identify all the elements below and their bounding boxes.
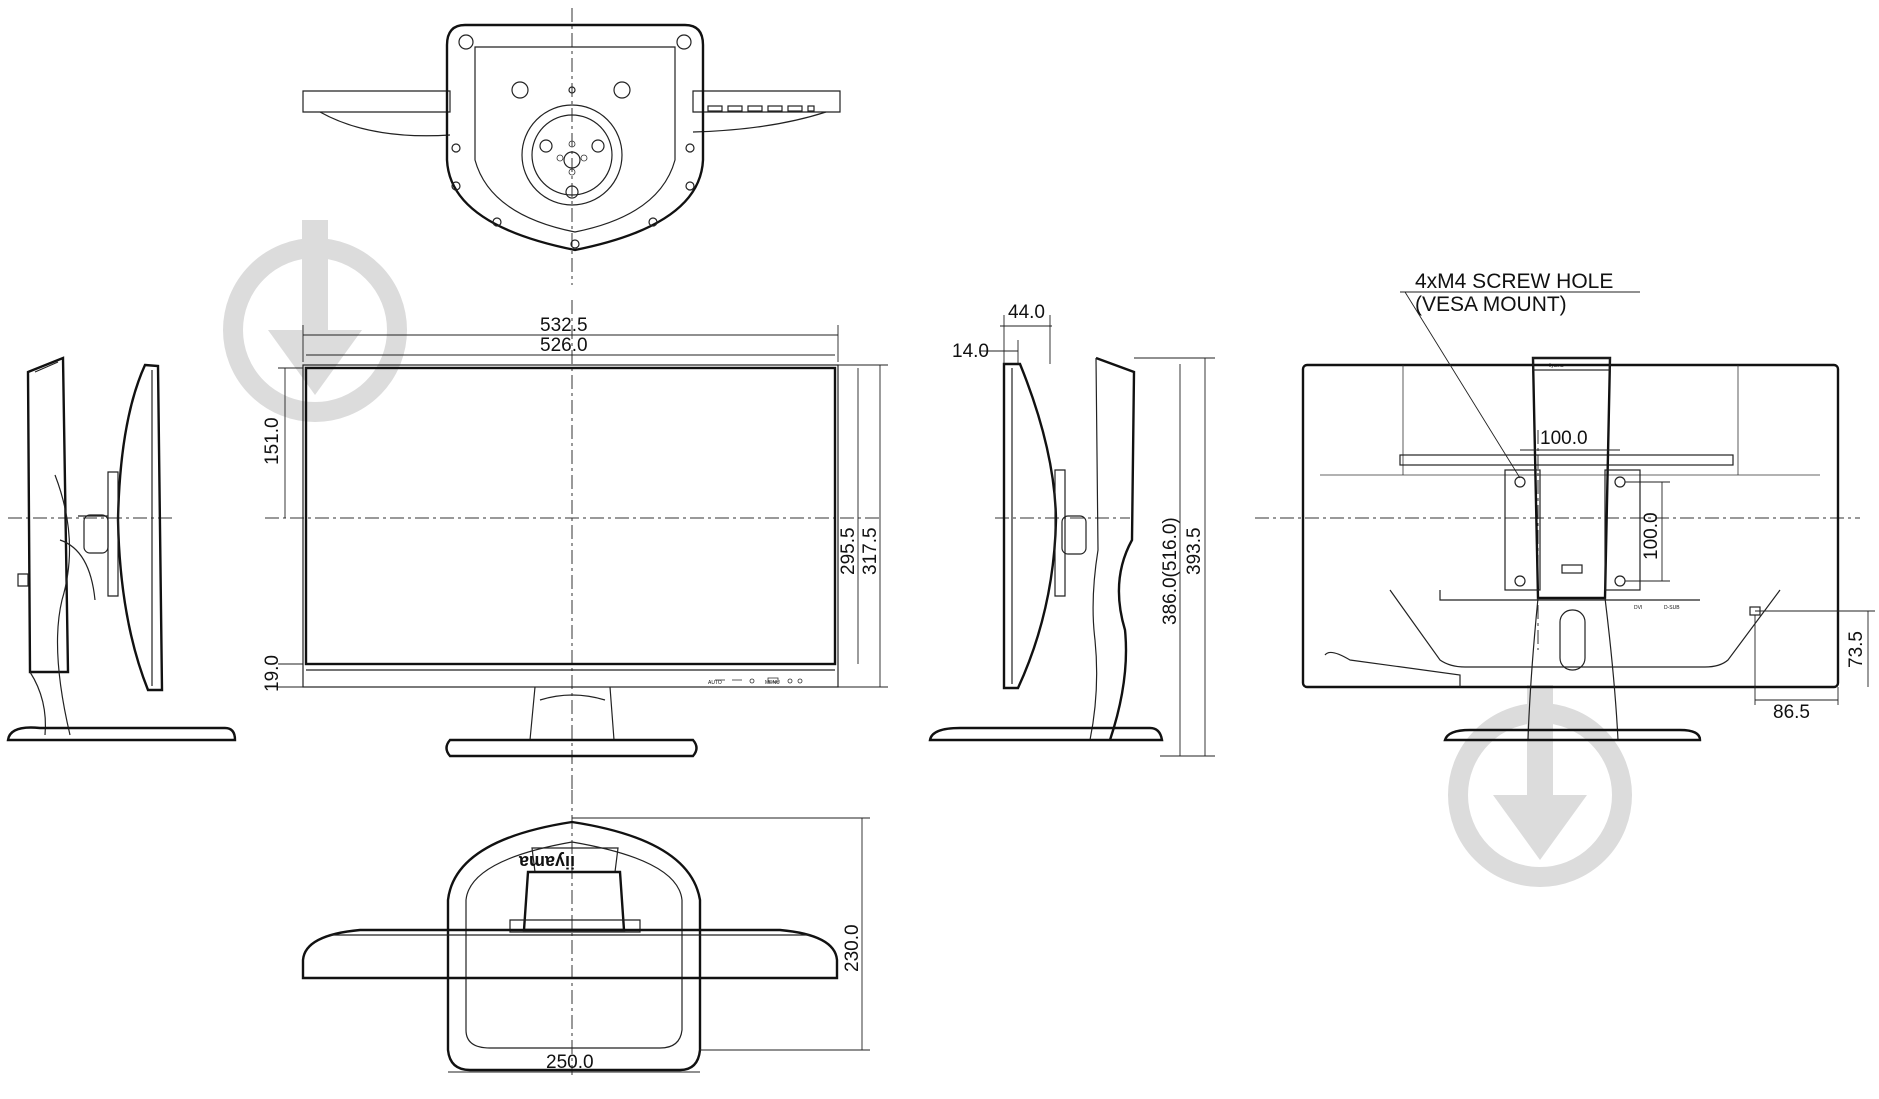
- front-view: [265, 300, 880, 790]
- rear-badge: iiyama: [1549, 363, 1564, 369]
- dimension-lines: [278, 291, 1875, 1073]
- watermark-download-icon-left: [223, 220, 407, 422]
- dim-screen-width: 526.0: [540, 335, 588, 356]
- dim-vesa-horizontal: 100.0: [1540, 428, 1588, 449]
- rear-port-dvi-label: DVI: [1634, 605, 1642, 611]
- rear-port-dsub-label: D-SUB: [1664, 605, 1680, 611]
- dim-side-offset-horizontal: 86.5: [1773, 702, 1810, 723]
- brand-logo: iiyama: [518, 852, 575, 872]
- dim-screen-upper-height: 151.0: [262, 417, 283, 465]
- dim-side-offset-vertical: 73.5: [1846, 631, 1867, 668]
- dim-vesa-vertical: 100.0: [1641, 512, 1662, 560]
- watermark-download-icon-right: [1448, 685, 1632, 887]
- dim-base-width: 250.0: [546, 1052, 594, 1073]
- front-button-auto-label: AUTO: [708, 680, 722, 686]
- dim-overall-height: 393.5: [1184, 527, 1205, 575]
- top-view: [302, 8, 841, 285]
- screw-hole-note-line2: (VESA MOUNT): [1415, 293, 1567, 316]
- dim-bottom-bezel: 19.0: [262, 655, 283, 692]
- dim-height-range: 386.0(516.0): [1160, 517, 1181, 625]
- rear-view: [1255, 356, 1860, 742]
- dim-screen-height: 295.5: [838, 527, 859, 575]
- dim-depth-top: 44.0: [1008, 302, 1045, 323]
- bottom-view: [301, 790, 839, 1075]
- dim-overall-width: 532.5: [540, 315, 588, 336]
- left-side-view: [6, 356, 237, 742]
- screw-hole-note-line1: 4xM4 SCREW HOLE: [1415, 270, 1613, 293]
- right-side-view: [928, 356, 1164, 742]
- dim-depth-offset: 14.0: [952, 341, 989, 362]
- dim-base-depth: 230.0: [842, 924, 863, 972]
- dim-panel-height: 317.5: [860, 527, 881, 575]
- front-button-menu-label: MENU: [765, 680, 780, 686]
